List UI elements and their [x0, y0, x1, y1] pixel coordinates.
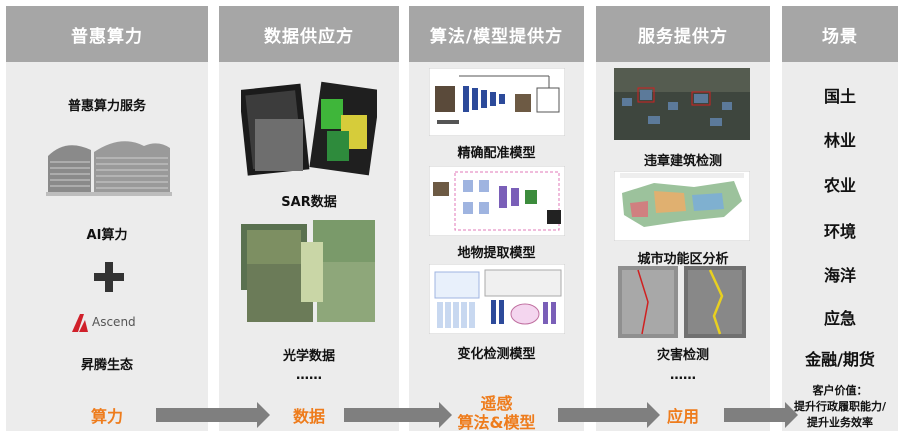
optical-data-label: 光学数据	[282, 349, 335, 364]
column-algorithm-title: 算法/模型提供方	[409, 6, 584, 62]
column-service: 服务提供方 违章建筑检测 城市功能区分析 灾害检测 …… 应	[596, 6, 770, 431]
customer-value-line2: 提升业务效率	[807, 416, 873, 429]
scenario-agriculture: 农业	[823, 176, 856, 195]
column-algorithm: 算法/模型提供方 精确配准模型 地物提取模型	[409, 6, 584, 432]
data-ellipsis: ……	[296, 368, 322, 383]
column-data: 数据供应方 SAR数据 光学数据 …… 数据	[219, 6, 399, 431]
ascend-logo-text: Ascend	[92, 315, 136, 329]
change-detection-diagram	[429, 264, 565, 334]
urban-function-map	[614, 171, 750, 241]
ascend-logo: Ascend	[70, 312, 156, 334]
column-scenario: 场景 国土 林业 农业 环境 海洋 应急 金融/期货 客户价值： 提升行政履职能…	[782, 6, 898, 431]
application-stage-label: 应用	[666, 407, 699, 426]
ai-compute-label: AI算力	[86, 228, 128, 243]
scenario-forestry: 林业	[823, 131, 856, 150]
sar-data-label: SAR数据	[281, 195, 337, 210]
column-compute: 普惠算力 普惠算力服务 AI算力 Ascend 昇腾生态 算力	[6, 6, 208, 431]
disaster-detection-image	[618, 266, 746, 338]
scenario-environment: 环境	[823, 222, 856, 241]
plus-icon	[94, 262, 124, 292]
registration-model-diagram	[429, 68, 565, 136]
compute-stage-label: 算力	[90, 407, 123, 426]
customer-value-line1: 提升行政履职能力/	[793, 400, 887, 413]
urban-function-label: 城市功能区分析	[637, 252, 729, 267]
ecosystem-label: 昇腾生态	[80, 358, 133, 373]
extraction-model-diagram	[429, 166, 565, 236]
column-service-title: 服务提供方	[596, 6, 770, 62]
flow-arrow-2	[344, 402, 452, 428]
scenario-ocean: 海洋	[823, 266, 856, 285]
algorithm-stage-line1: 遥感	[480, 394, 513, 413]
scenario-land: 国土	[823, 87, 856, 106]
service-ellipsis: ……	[670, 368, 696, 383]
illegal-building-label: 违章建筑检测	[643, 154, 722, 169]
flow-arrow-1	[156, 402, 270, 428]
sar-data-image	[241, 79, 377, 179]
registration-model-label: 精确配准模型	[457, 146, 536, 161]
column-data-title: 数据供应方	[219, 6, 399, 62]
column-compute-title: 普惠算力	[6, 6, 208, 62]
scenario-finance: 金融/期货	[805, 350, 875, 369]
data-stage-label: 数据	[292, 407, 325, 426]
illegal-building-image	[614, 68, 750, 140]
optical-data-image	[241, 220, 377, 324]
compute-service-label: 普惠算力服务	[67, 99, 146, 114]
flow-arrow-4	[724, 402, 798, 428]
algorithm-stage-line2: 算法&模型	[457, 413, 536, 432]
disaster-detection-label: 灾害检测	[656, 348, 709, 363]
building-image	[46, 136, 172, 196]
extraction-model-label: 地物提取模型	[457, 246, 536, 261]
scenario-emergency: 应急	[823, 309, 856, 328]
column-scenario-title: 场景	[782, 6, 898, 62]
customer-value-title: 客户价值：	[812, 384, 868, 397]
change-detection-label: 变化检测模型	[457, 347, 536, 362]
flow-arrow-3	[558, 402, 660, 428]
